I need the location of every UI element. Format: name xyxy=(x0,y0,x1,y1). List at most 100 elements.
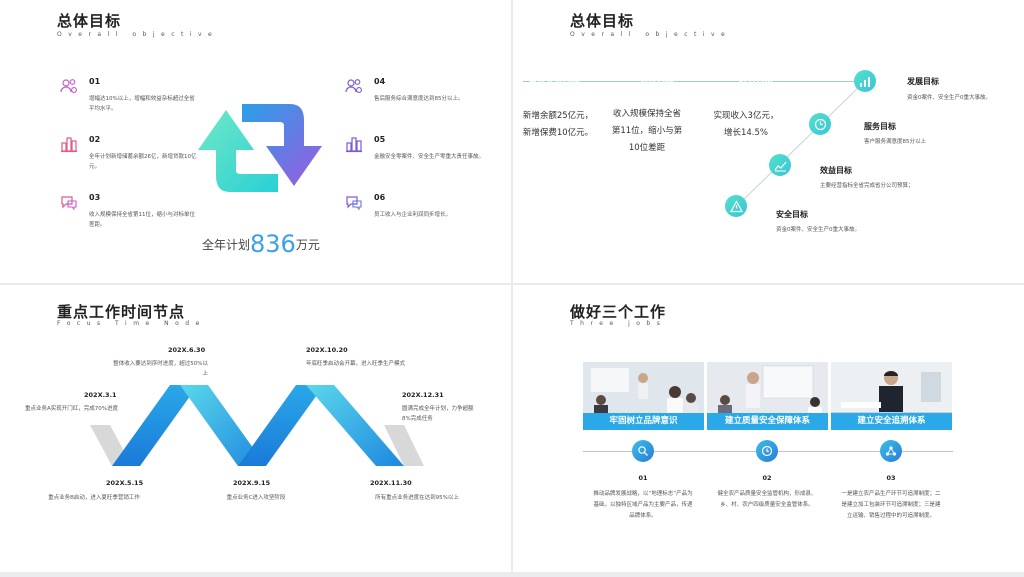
service-circle xyxy=(809,113,831,135)
target-desc: 主要经营指标全省完成省分公司预算； xyxy=(820,183,914,189)
node-desc: 重点业务B启动，进入夏旺季营销工作 xyxy=(48,495,140,501)
chat-icon xyxy=(346,196,362,211)
item-number: 04 xyxy=(374,77,386,86)
zigzag-timeline xyxy=(90,385,424,466)
text-line: 10位差距 xyxy=(628,143,666,153)
pill-label: 收入目标 xyxy=(738,76,773,86)
text-line: 增长14.5% xyxy=(723,128,768,138)
slide-subtitle: Focus Time Node xyxy=(57,320,206,327)
job-caption: 建立质量安全保障体系 xyxy=(707,413,828,430)
item-desc: 全年计划新增储蓄余额26亿，新增贷款10亿元。 xyxy=(89,154,197,170)
connector-line xyxy=(523,81,863,82)
text-line: 第11位，缩小与第 xyxy=(611,126,683,136)
pill-key-business: 重点业务目标 xyxy=(521,73,587,89)
slide-subtitle: Overall objective xyxy=(570,31,732,38)
buildings-icon xyxy=(61,137,77,153)
item-desc: 收入规模保持全省第11位，缩小与对标单位差距。 xyxy=(89,212,195,228)
profit-circle xyxy=(769,154,791,176)
node-desc: 重点业务A实现开门红，完成70%进度 xyxy=(25,406,118,412)
growth-circle xyxy=(854,70,876,92)
income-text: 实现收入3亿元， 增长14.5% xyxy=(709,108,783,142)
item-number: 01 xyxy=(89,77,101,86)
node-desc: 圆满完成全年计划，力争超额8%完成任务 xyxy=(402,406,474,422)
plan-value: 836 xyxy=(250,230,296,258)
target-desc: 客户服务满意度85分以上 xyxy=(864,139,926,145)
annual-plan-total: 全年计划836万元 xyxy=(202,230,320,258)
node-date: 202X.5.15 xyxy=(106,479,144,487)
text-line: 新增保费10亿元。 xyxy=(522,128,594,138)
slide-2-thumbnail[interactable]: 总体目标 Overall objective 重点业务目标 进位目标 收入目标 … xyxy=(513,0,1024,283)
node-date: 202X.10.20 xyxy=(306,346,348,354)
node-desc: 整体收入要达到序时进度，超过50%以上 xyxy=(113,361,208,377)
line-chart-icon xyxy=(774,161,786,171)
users-icon xyxy=(60,79,77,93)
pill-promotion: 进位目标 xyxy=(631,73,683,89)
slide-subtitle: Overall objective xyxy=(57,31,219,38)
target-title: 效益目标 xyxy=(820,166,852,175)
job-caption: 牢固树立品牌意识 xyxy=(583,413,704,430)
buildings-icon xyxy=(346,137,362,153)
plan-unit: 万元 xyxy=(295,238,320,252)
job-desc: 健全农产品质量安全监管机构，形成县、乡、村、农户四级质量安全监管体系。 xyxy=(717,491,817,508)
clock-icon xyxy=(814,118,826,130)
slide-title: 重点工作时间节点 xyxy=(57,303,186,321)
node-date: 202X.3.1 xyxy=(84,391,117,399)
text-line: 收入规模保持全省 xyxy=(612,109,681,119)
node-date: 202X.11.30 xyxy=(370,479,412,487)
slide-title: 做好三个工作 xyxy=(570,303,667,321)
job-dot-1 xyxy=(632,440,654,462)
item-desc: 增幅达10%以上，增幅和效益杂标超过全省平均水平。 xyxy=(89,96,195,112)
cycle-arrows-icon xyxy=(198,104,322,192)
item-number: 05 xyxy=(374,135,386,144)
node-desc: 重点业务C进入攻坚阶段 xyxy=(226,495,286,501)
slide-1-thumbnail[interactable]: 总体目标 Overall objective 01 增幅达10%以上，增幅和效益… xyxy=(0,0,511,283)
slide-subtitle: Three jobs xyxy=(570,320,667,327)
item-desc: 售后服务综合满意度达到85分以上。 xyxy=(374,96,464,102)
node-desc: 年底旺季启动会开幕，进入旺季生产模式 xyxy=(306,361,406,367)
users-icon xyxy=(345,79,362,93)
item-number: 03 xyxy=(89,193,101,202)
job-dot-2 xyxy=(756,440,778,462)
item-desc: 金融安全零案件、安全生产零重大责任事故。 xyxy=(374,154,485,160)
job-desc: 推动品牌发展战略，以“地理标志”产品为基础，以独特区域产品为主要产品，传递品牌体… xyxy=(593,491,693,519)
slide-title: 总体目标 xyxy=(570,12,635,30)
item-number: 06 xyxy=(374,193,386,202)
chat-icon xyxy=(61,196,77,211)
target-desc: 资金0案件、安全生产0重大事故。 xyxy=(776,227,860,233)
job-desc: 一是建立农产品生产环节可追溯制度；二是建立加工包装环节可追溯制度；三是建立运输、… xyxy=(841,491,941,519)
network-icon xyxy=(885,446,897,456)
plan-prefix: 全年计划 xyxy=(202,238,251,252)
job-dot-3 xyxy=(880,440,902,462)
target-desc: 资金0案件、安全生产0重大事故。 xyxy=(907,95,991,101)
pill-income: 收入目标 xyxy=(731,73,781,89)
slide-4-thumbnail[interactable]: 做好三个工作 Three jobs 牢固树立品牌意识 xyxy=(513,285,1024,572)
pill-label: 进位目标 xyxy=(639,76,674,86)
key-business-text: 新增余额25亿元， 新增保费10亿元。 xyxy=(521,108,595,142)
target-title: 服务目标 xyxy=(864,122,896,131)
job-number: 03 xyxy=(886,474,896,482)
job-number: 01 xyxy=(638,474,648,482)
target-title: 安全目标 xyxy=(776,210,808,219)
job-caption: 建立安全追溯体系 xyxy=(831,413,952,430)
target-title: 发展目标 xyxy=(907,77,939,86)
job-number: 02 xyxy=(762,474,772,482)
search-icon xyxy=(638,446,648,456)
clock-icon xyxy=(761,445,773,457)
safety-circle xyxy=(725,195,747,217)
staircase-line xyxy=(736,80,866,207)
node-date: 202X.6.30 xyxy=(168,346,206,354)
slide-title: 总体目标 xyxy=(57,12,122,30)
warning-icon xyxy=(729,199,743,212)
node-date: 202X.9.15 xyxy=(233,479,271,487)
pill-label: 重点业务目标 xyxy=(528,76,580,86)
text-line: 新增余额25亿元， xyxy=(522,111,594,121)
node-date: 202X.12.31 xyxy=(402,391,444,399)
node-desc: 所有重点业务进度在达到95%以上 xyxy=(375,495,459,501)
promotion-text: 收入规模保持全省 第11位，缩小与第 10位差距 xyxy=(609,106,685,157)
slide-3-thumbnail[interactable]: 重点工作时间节点 Focus Time Node 202X.6.30 整体收入要… xyxy=(0,285,511,572)
bar-chart-icon xyxy=(859,76,870,87)
item-desc: 员工收入与企业利润同步增长。 xyxy=(374,212,452,218)
item-number: 02 xyxy=(89,135,101,144)
text-line: 实现收入3亿元， xyxy=(713,111,779,121)
